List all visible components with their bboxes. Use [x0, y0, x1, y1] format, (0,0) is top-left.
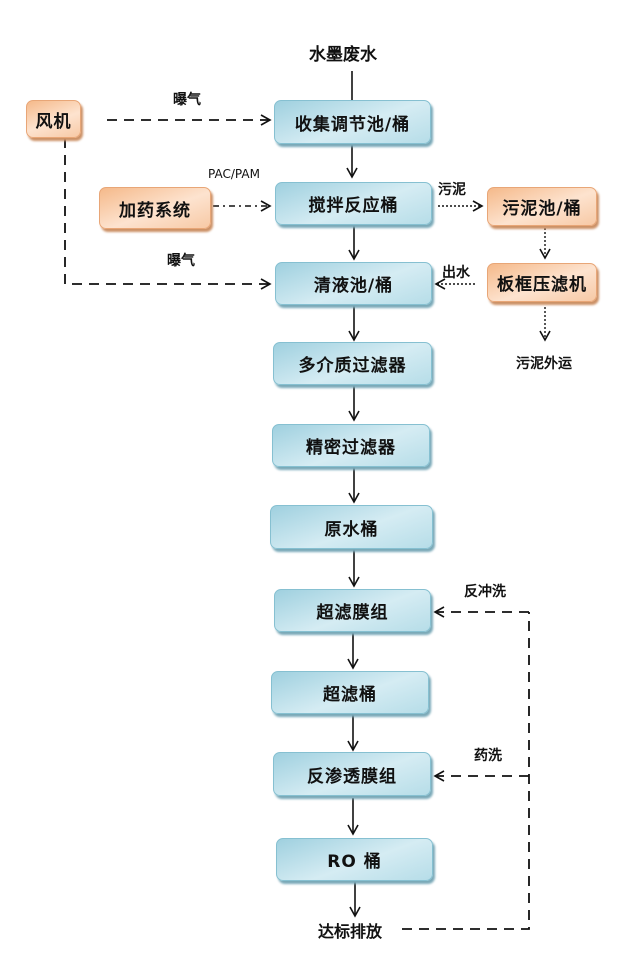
node-clear[interactable]: 清液池/桶: [275, 262, 432, 305]
node-collect[interactable]: 收集调节池/桶: [274, 100, 431, 144]
label-chem-wash: 药洗: [474, 748, 502, 764]
label-backwash: 反冲洗: [464, 584, 506, 600]
end-label-discharge: 达标排放: [318, 922, 383, 941]
node-filter-press[interactable]: 板框压滤机: [487, 263, 597, 302]
source-label: 水墨废水: [309, 45, 377, 65]
label-aeration-2: 曝气: [167, 253, 195, 269]
node-precision[interactable]: 精密过滤器: [272, 424, 430, 467]
node-blower[interactable]: 风机: [26, 100, 81, 138]
node-mix[interactable]: 搅拌反应桶: [275, 182, 432, 225]
loop-discharge-return: [402, 612, 530, 930]
node-uf-tank[interactable]: 超滤桶: [271, 671, 429, 714]
node-sludge-tank[interactable]: 污泥池/桶: [487, 187, 597, 226]
node-ro[interactable]: 反渗透膜组: [273, 752, 431, 796]
label-sludge: 污泥: [438, 182, 466, 198]
arrow-blower-clear: [64, 138, 272, 290]
node-ro-tank[interactable]: RO 桶: [276, 838, 433, 881]
label-pac-pam: PAC/PAM: [208, 167, 260, 181]
node-dosing[interactable]: 加药系统: [99, 187, 211, 229]
label-outflow: 出水: [442, 265, 470, 281]
label-sludge-out: 污泥外运: [516, 356, 572, 372]
label-aeration-1: 曝气: [173, 92, 201, 108]
node-multimedia[interactable]: 多介质过滤器: [273, 342, 432, 385]
node-raw[interactable]: 原水桶: [270, 505, 433, 549]
node-uf[interactable]: 超滤膜组: [274, 589, 431, 632]
